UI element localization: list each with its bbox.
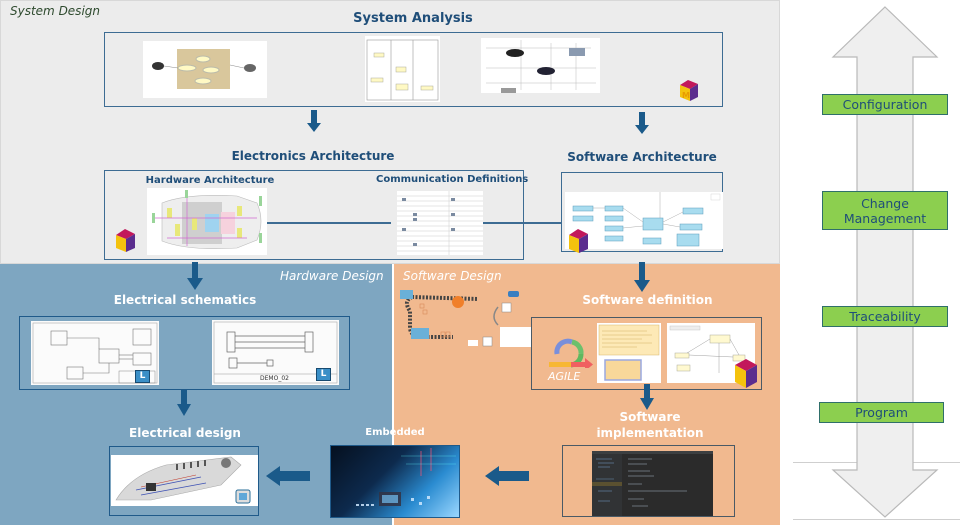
- electrical-design-frame: [109, 446, 259, 516]
- sysml-logo-icon: M: [676, 77, 700, 102]
- schematic-2-thumbnail[interactable]: DEMO_02 L: [212, 320, 339, 385]
- lifecycle-tag-configuration: Configuration: [822, 94, 948, 115]
- electronics-architecture-title: Electronics Architecture: [231, 149, 395, 163]
- arrow-down-icon: [187, 262, 203, 290]
- arrow-down-icon: [640, 384, 654, 410]
- uml-logo-icon: [733, 355, 759, 389]
- lifecycle-tag-program: Program: [819, 402, 944, 423]
- communication-definitions-thumbnail[interactable]: [397, 191, 483, 255]
- requirements-thumbnail[interactable]: [597, 323, 661, 383]
- software-architecture-thumbnail[interactable]: [565, 192, 723, 249]
- hardware-architecture-title: Hardware Architecture: [145, 175, 275, 186]
- agile-logo: AGILE: [547, 336, 595, 386]
- arrow-down-icon: [307, 110, 321, 132]
- double-arrow-icon: [831, 6, 939, 518]
- uml-state-diagram-thumbnail[interactable]: [667, 323, 755, 383]
- connector-line: [482, 222, 562, 224]
- arrow-down-icon: [635, 112, 649, 134]
- arrow-down-icon: [634, 262, 650, 292]
- hardware-design-label: Hardware Design: [280, 269, 384, 283]
- software-definition-title: Software definition: [582, 293, 713, 307]
- sysml-logo-icon: [566, 226, 590, 254]
- software-implementation-frame: [562, 445, 735, 517]
- l-logo-icon: L: [135, 370, 150, 383]
- communication-definitions-title: Communication Definitions: [376, 174, 529, 185]
- sysml-logo-icon: [113, 226, 137, 253]
- embedded-thumbnail[interactable]: [330, 445, 460, 518]
- devops-pipeline-illustration: [398, 287, 531, 352]
- arrow-left-icon: [266, 466, 310, 486]
- software-implementation-title-line2: implementation: [596, 426, 704, 440]
- system-design-label: System Design: [10, 4, 100, 18]
- electrical-schematics-frame: [19, 316, 350, 390]
- use-case-diagram-thumbnail[interactable]: [143, 41, 267, 98]
- l-logo-icon: L: [316, 368, 331, 381]
- embedded-title: Embedded: [365, 427, 425, 438]
- electronics-architecture-frame: [104, 170, 524, 260]
- hardware-architecture-thumbnail[interactable]: [147, 188, 267, 255]
- svg-text:M: M: [682, 91, 690, 100]
- electrical-design-title: Electrical design: [129, 426, 241, 440]
- code-editor-thumbnail[interactable]: [592, 451, 713, 516]
- software-implementation-title-line1: Software: [619, 410, 681, 424]
- schematic-1-thumbnail[interactable]: L: [31, 321, 159, 385]
- activity-diagram-thumbnail[interactable]: [365, 36, 440, 102]
- aircraft-electrical-thumbnail[interactable]: [111, 455, 258, 506]
- connector-line: [267, 222, 391, 224]
- system-analysis-frame: [104, 32, 723, 107]
- system-block-diagram-thumbnail[interactable]: [481, 38, 600, 93]
- arrow-left-icon: [485, 466, 529, 486]
- agile-cycle-icon: [549, 338, 593, 371]
- lifecycle-tag-change-management: Change Management: [822, 191, 948, 230]
- lifecycle-tag-traceability: Traceability: [822, 306, 948, 327]
- software-design-label: Software Design: [403, 269, 502, 283]
- arrow-down-icon: [177, 390, 191, 416]
- schematic-caption: DEMO_02: [260, 375, 289, 382]
- software-architecture-title: Software Architecture: [567, 150, 717, 164]
- electrical-schematics-title: Electrical schematics: [113, 293, 257, 307]
- system-analysis-title: System Analysis: [353, 11, 473, 26]
- agile-label: AGILE: [548, 370, 581, 383]
